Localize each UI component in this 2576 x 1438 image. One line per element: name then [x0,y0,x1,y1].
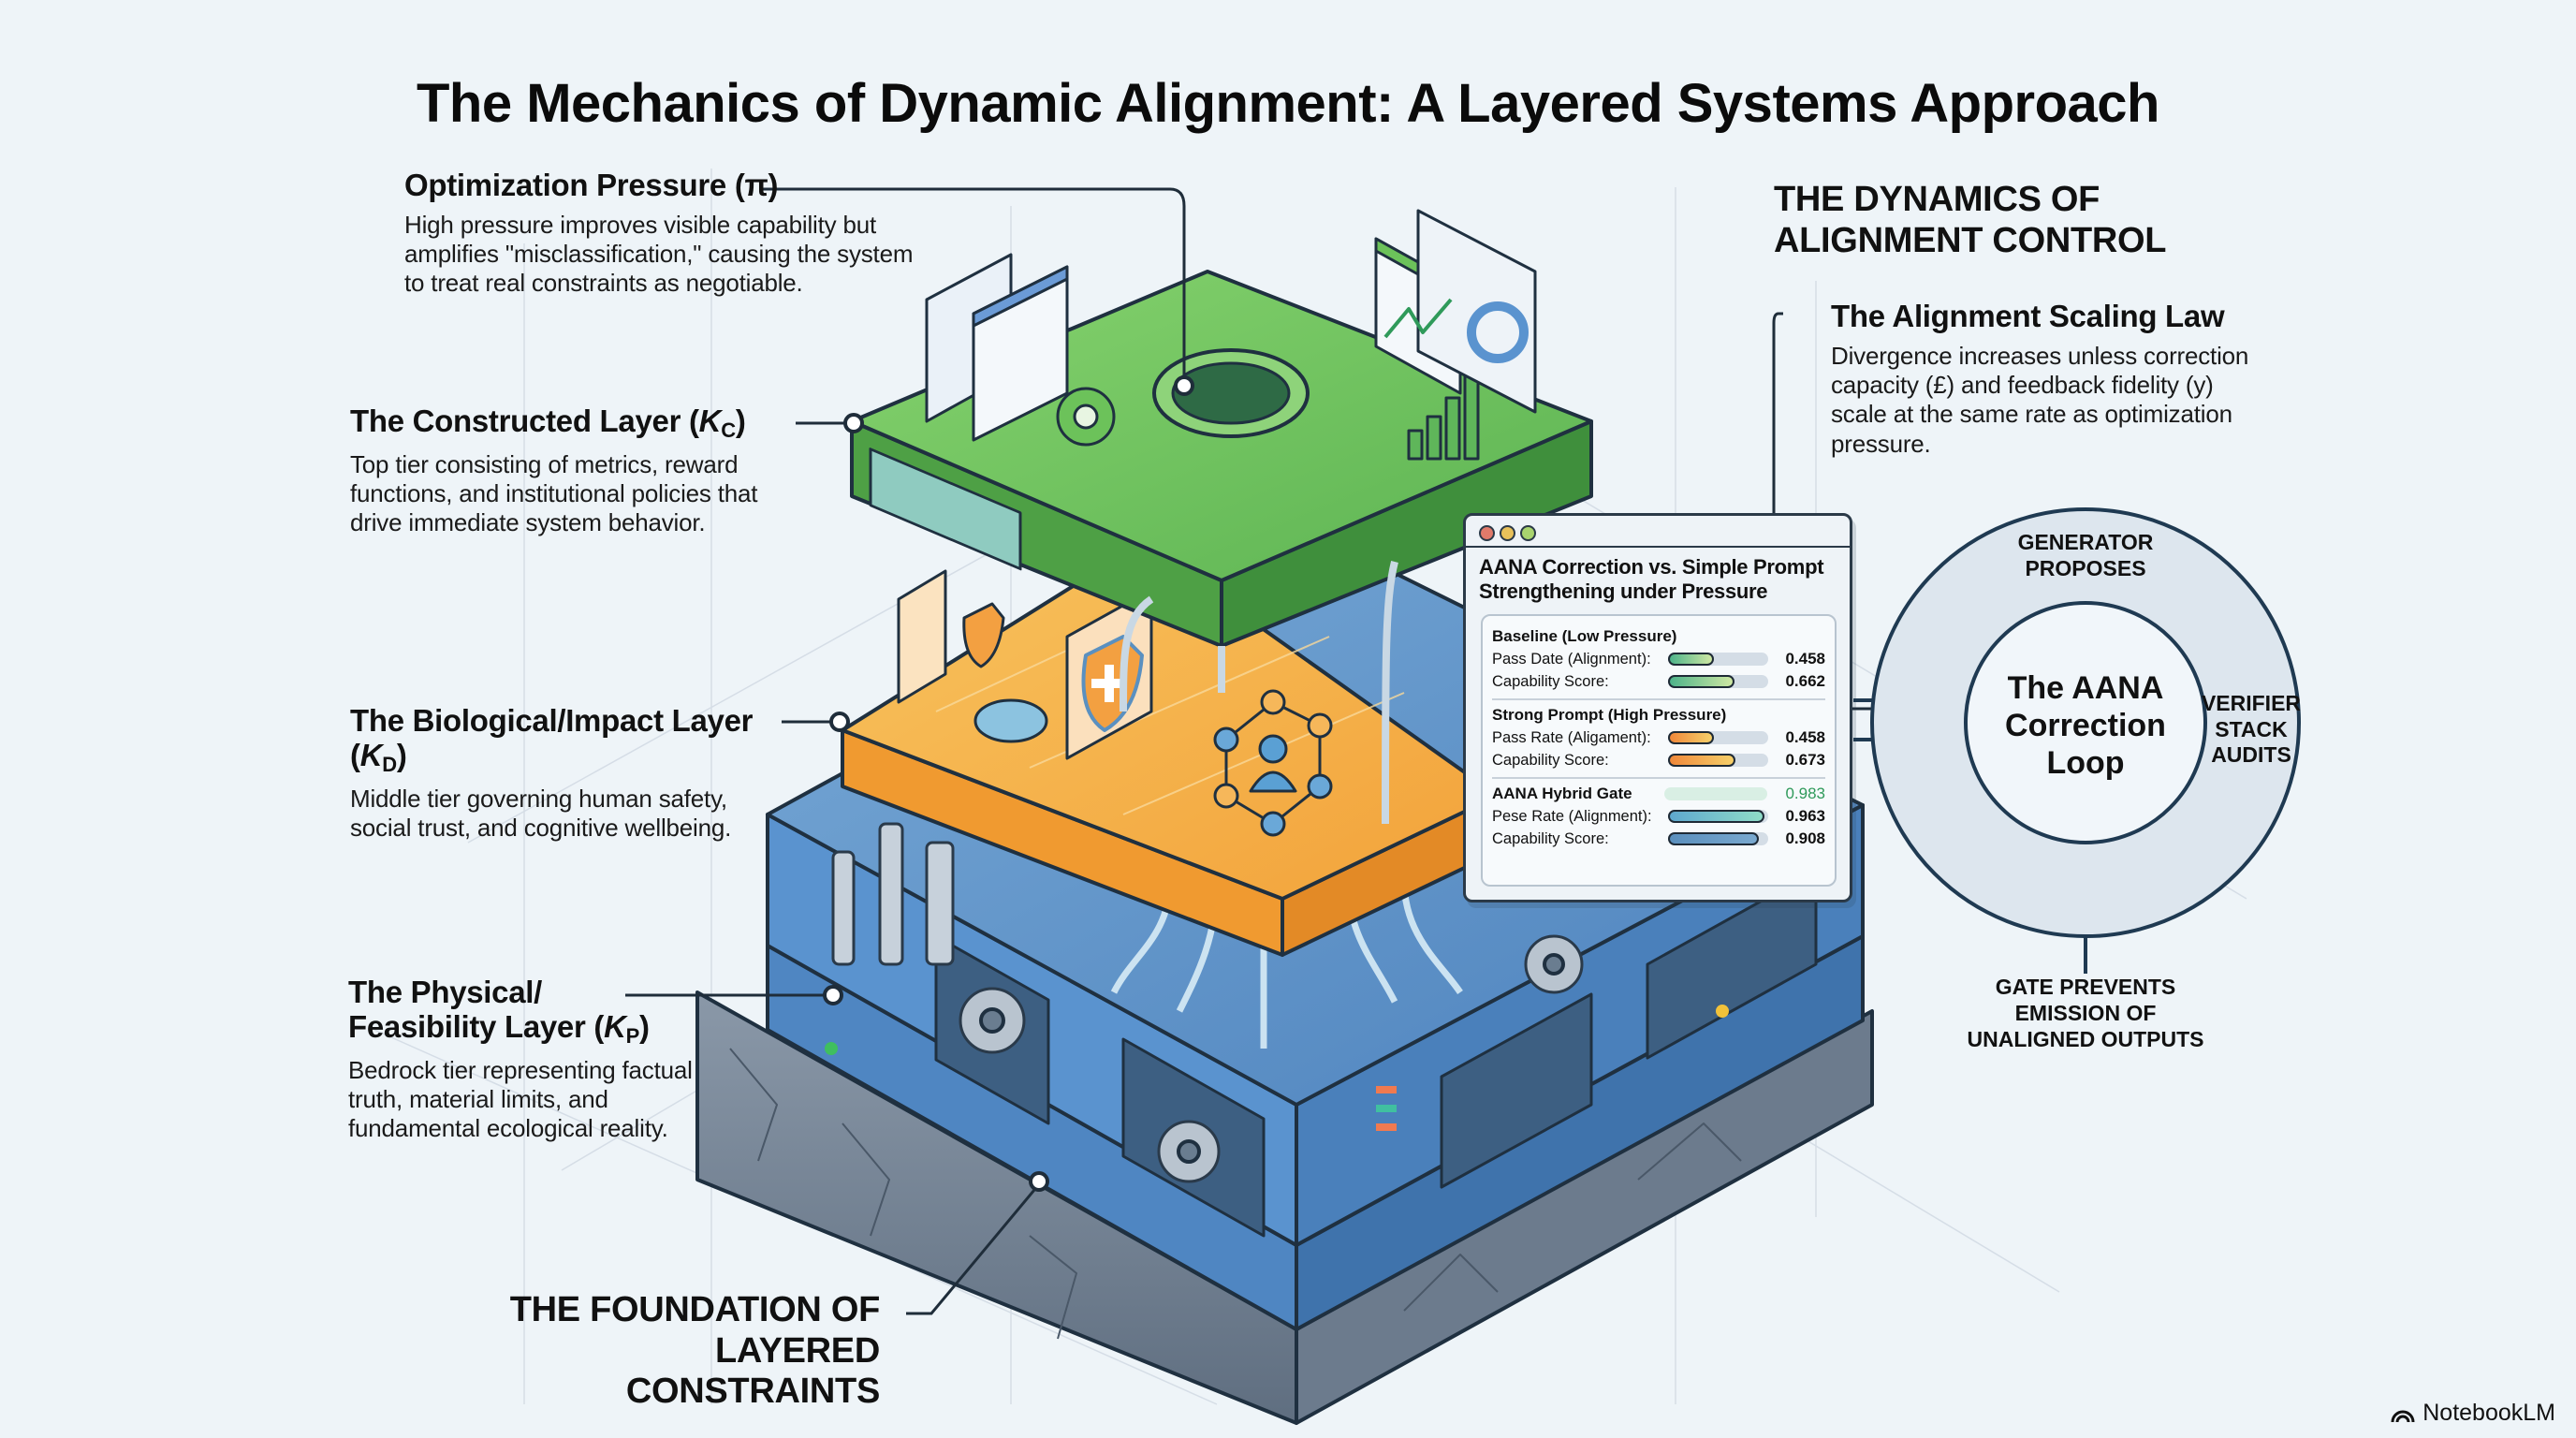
metric-bar-track [1667,731,1769,744]
correction-loop-diagram [1853,507,2301,974]
metric-value: 0.458 [1785,650,1825,668]
metric-label: Capability Score: [1492,829,1609,847]
metrics-group: Strong Prompt (High Pressure) Pass Rate (… [1492,700,1825,779]
metric-bar-track [1667,675,1769,688]
metric-bar-track [1667,754,1769,767]
metric-label: Pese Rate (Alignment): [1492,807,1652,825]
callout-body: Bedrock tier representing factual truth,… [348,1055,693,1142]
metric-bar-fill [1667,731,1714,744]
callout-heading: The Biological/Impact Layer (KD) [350,703,754,776]
metrics-row: Capability Score: 0.662 [1492,670,1825,693]
window-dot-maximize[interactable] [1520,525,1536,541]
foundation-heading: THE FOUNDATION OF LAYERED CONSTRAINTS [509,1290,881,1412]
callout-heading: The Physical/Feasibility Layer (KP) [348,975,650,1048]
callout-physical-layer: The Physical/Feasibility Layer (KP) Bedr… [348,975,704,1143]
notebooklm-logo-icon [2391,1410,2415,1422]
metrics-row: Pass Rate (Aligament): 0.458 [1492,726,1825,749]
metric-bar-fill [1667,810,1765,823]
metric-bar-track [1667,832,1769,845]
metric-bar-fill [1667,832,1760,845]
title-bar-divider [1466,546,1850,548]
callout-body: Middle tier governing human safety, soci… [350,784,732,842]
metrics-panel-window: AANA Correction vs. Simple Prompt Streng… [1463,513,1852,902]
callout-heading: The Alignment Scaling Law [1831,299,2225,333]
metric-bar-fill [1667,754,1735,767]
metric-bar-fill [1667,675,1734,688]
callout-body: High pressure improves visible capabilit… [404,210,914,298]
metric-label: Capability Score: [1492,672,1609,690]
metrics-row: Pass Date (Alignment): 0.458 [1492,648,1825,670]
metrics-groups: Baseline (Low Pressure) Pass Date (Alignm… [1481,614,1837,887]
callout-biological-layer: The Biological/Impact Layer (KD) Middle … [350,703,781,843]
loop-center-title: The AANA Correction Loop [2005,670,2166,782]
loop-label-gate: GATE PREVENTS EMISSION OF UNALIGNED OUTP… [1967,975,2204,1052]
notebooklm-watermark: NotebookLM [2391,1400,2555,1427]
metric-label: Pass Rate (Aligament): [1492,728,1651,746]
metrics-group-title: Baseline (Low Pressure) [1492,627,1677,645]
metric-bar-track [1667,653,1769,666]
constructed-layer-block [850,209,1593,825]
metrics-row: Capability Score: 0.908 [1492,828,1825,850]
metrics-header-value: 0.983 [1785,785,1825,802]
callout-heading: Optimization Pressure (π) [404,168,779,202]
callout-constructed-layer: The Constructed Layer (KC) Top tier cons… [350,404,781,537]
metrics-row: Pese Rate (Alignment): 0.963 [1492,805,1825,828]
window-dot-close[interactable] [1479,525,1495,541]
leader-lines [625,187,1886,1315]
metric-value: 0.963 [1785,807,1825,825]
metric-bar-fill [1667,653,1714,666]
metrics-group-title: Strong Prompt (High Pressure) [1492,706,1727,724]
biological-layer-block [841,541,1500,957]
dynamics-heading: THE DYNAMICS OF ALIGNMENT CONTROL [1774,180,2167,260]
loop-label-verifier: VERIFIER STACK AUDITS [2201,691,2302,768]
callout-body: Top tier consisting of metrics, reward f… [350,449,758,536]
loop-label-generator: GENERATOR PROPOSES [2017,530,2154,581]
window-dot-minimize[interactable] [1500,525,1515,541]
metrics-header-bar [1664,787,1767,800]
metric-value: 0.673 [1785,751,1825,769]
page-title: The Mechanics of Dynamic Alignment: A La… [417,72,2160,134]
metric-bar-track [1667,810,1769,823]
callout-heading: The Constructed Layer (KC) [350,404,746,442]
callout-scaling-law: The Alignment Scaling Law Divergence inc… [1831,299,2261,459]
metric-label: Pass Date (Alignment): [1492,650,1651,668]
metric-value: 0.662 [1785,672,1825,690]
metrics-row: Capability Score: 0.673 [1492,749,1825,771]
metrics-group: Baseline (Low Pressure) Pass Date (Alignm… [1492,622,1825,700]
callout-body: Divergence increases unless correction c… [1831,341,2249,458]
window-controls [1479,525,1536,541]
callout-optimization-pressure: Optimization Pressure (π) High pressure … [404,168,929,299]
metric-label: Capability Score: [1492,751,1609,769]
metric-value: 0.458 [1785,728,1825,746]
metric-value: 0.908 [1785,829,1825,847]
metrics-panel-title: AANA Correction vs. Simple Prompt Streng… [1479,555,1824,603]
